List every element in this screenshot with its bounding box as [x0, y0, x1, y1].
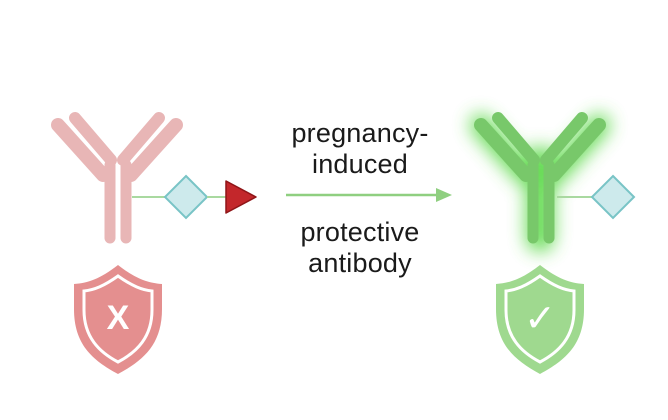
antibody-after-icon	[474, 112, 606, 244]
caption-top-line1: pregnancy-	[291, 118, 429, 148]
check-mark-icon: ✓	[524, 296, 556, 340]
caption-top: pregnancy- induced	[270, 118, 450, 180]
caption-bottom-line2: antibody	[308, 248, 412, 278]
shield-protected-icon: ✓	[496, 265, 584, 374]
antigen-diamond-after	[590, 174, 636, 220]
shield-failed-icon: X	[74, 265, 162, 374]
x-mark-icon: X	[107, 299, 130, 337]
caption-top-line2: induced	[312, 149, 408, 179]
antibody-before-icon	[51, 112, 183, 244]
toxin-triangle	[225, 180, 257, 214]
caption-bottom: protective antibody	[270, 217, 450, 279]
antigen-diamond-before	[163, 174, 209, 220]
caption-bottom-line1: protective	[300, 217, 420, 247]
transition-arrow	[286, 188, 452, 202]
